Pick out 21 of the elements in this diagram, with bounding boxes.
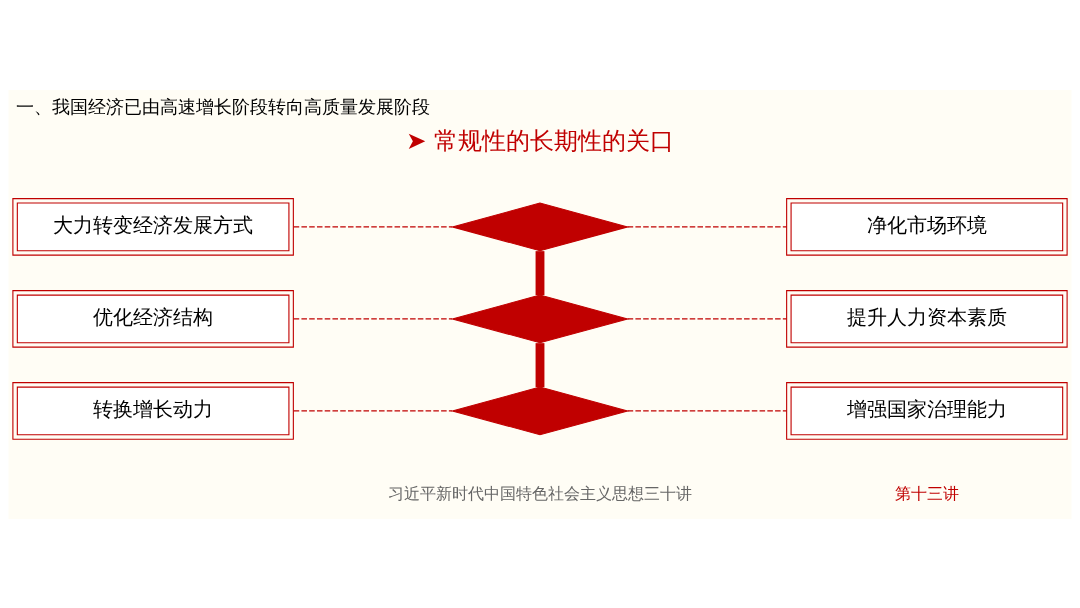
connector — [535, 250, 545, 295]
connector — [293, 409, 453, 412]
node-diamond — [450, 386, 630, 435]
node-box: 大力转变经济发展方式 — [12, 197, 294, 256]
connector — [535, 342, 545, 387]
node-diamond — [450, 294, 630, 343]
label: 第十三讲 — [894, 484, 959, 503]
node-box: 净化市场环境 — [786, 197, 1068, 256]
connector — [293, 225, 453, 228]
label: ➤ 常规性的长期性的关口 — [405, 125, 675, 155]
node-box: 增强国家治理能力 — [786, 381, 1068, 440]
connector — [627, 409, 788, 412]
node-box: 转换增长动力 — [12, 381, 294, 440]
label: 习近平新时代中国特色社会主义思想三十讲 — [388, 484, 692, 503]
connector — [627, 225, 788, 228]
node-diamond — [450, 202, 630, 251]
node-box: 提升人力资本素质 — [786, 289, 1068, 348]
connector — [293, 317, 453, 320]
node-box: 优化经济结构 — [12, 289, 294, 348]
connector — [627, 317, 788, 320]
diagram-title: 一、我国经济已由高速增长阶段转向高质量发展阶段 — [15, 96, 430, 117]
